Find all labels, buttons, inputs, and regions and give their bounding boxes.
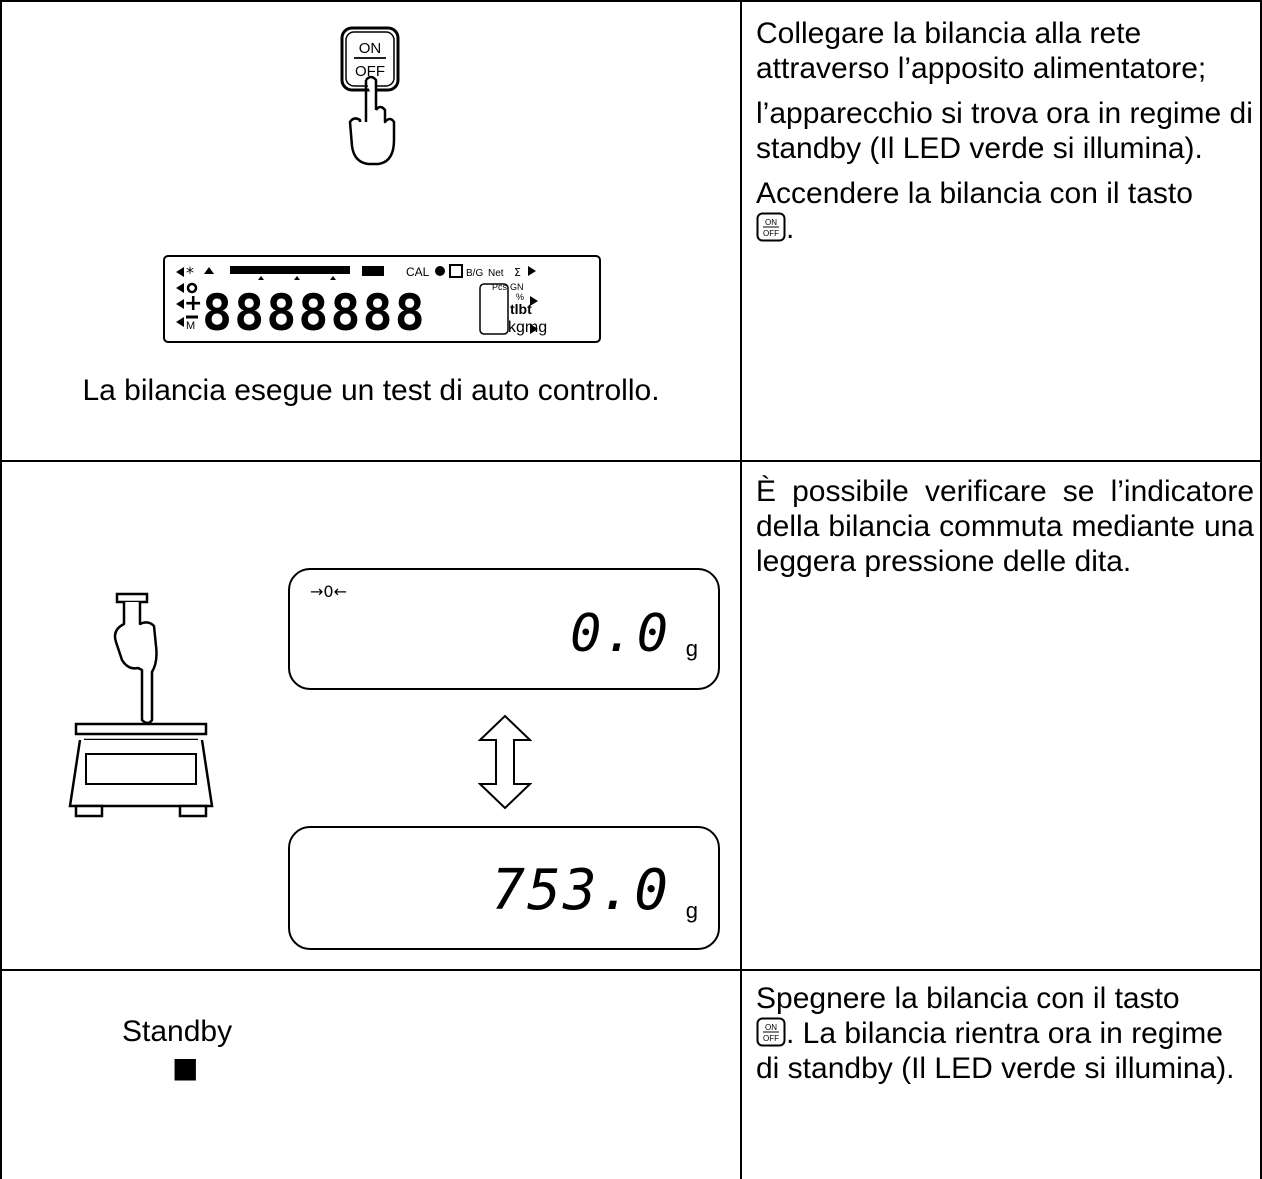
lcd-net-label: Net bbox=[488, 268, 504, 279]
instruction-standby: l’apparecchio si trova ora in regime di … bbox=[756, 97, 1253, 165]
standby-label: Standby bbox=[122, 1015, 233, 1048]
display-zero-value: 0.0 bbox=[570, 604, 670, 664]
zero-indicator: →0← bbox=[310, 582, 347, 601]
key-top-label: ON bbox=[359, 40, 382, 57]
lcd-kgmg-label: kgmg bbox=[508, 319, 547, 336]
row2-instructions: È possibile verificare se l’indicatore d… bbox=[756, 474, 1254, 589]
table-row: →0← 0.0 g 753.0 g È possibile verificare… bbox=[0, 460, 1262, 969]
lcd-test-digits: 8888888 bbox=[202, 284, 427, 342]
row1-instructions: Collegare la bilancia alla rete attraver… bbox=[756, 16, 1254, 256]
lcd-lbt-label: tlbt bbox=[510, 301, 532, 317]
column-divider bbox=[740, 2, 742, 460]
column-divider bbox=[740, 971, 742, 1179]
svg-text:OFF: OFF bbox=[763, 1034, 779, 1043]
display-weight-value: 753.0 bbox=[491, 858, 670, 923]
instruction-verify: È possibile verificare se l’indicatore d… bbox=[756, 475, 1254, 578]
display-weight: 753.0 g bbox=[288, 826, 720, 950]
svg-text:ON: ON bbox=[765, 218, 777, 227]
lcd-bg-label: B/G bbox=[466, 268, 483, 279]
column-divider bbox=[740, 462, 742, 969]
svg-text:OFF: OFF bbox=[763, 229, 779, 238]
toggle-arrow-icon bbox=[478, 714, 532, 810]
lcd-pct-label: % bbox=[516, 292, 524, 302]
lcd-pcs-label: Pcs bbox=[492, 282, 508, 292]
table-row: Standby ■ Spegnere la bilancia con il ta… bbox=[0, 969, 1262, 1179]
lcd-test-display: * + M CAL B/G Net Σ Pcs GN % 8888888 bbox=[163, 255, 601, 343]
display-zero: →0← 0.0 g bbox=[288, 568, 720, 690]
display-zero-unit: g bbox=[685, 636, 698, 661]
standby-indicator: ■ bbox=[172, 1051, 199, 1084]
instruction-switch-on: Accendere la bilancia con il tasto ON OFF… bbox=[756, 177, 1193, 245]
instruction-connect: Collegare la bilancia alla rete attraver… bbox=[756, 17, 1207, 85]
instruction-switch-on-text: Accendere la bilancia con il tasto bbox=[756, 177, 1193, 210]
scale-press-icon bbox=[68, 592, 214, 818]
lcd-gn-label: GN bbox=[510, 282, 524, 292]
display-weight-unit: g bbox=[685, 898, 698, 923]
svg-text:+: + bbox=[184, 291, 202, 316]
key-bottom-label: OFF bbox=[355, 63, 385, 80]
on-off-key-press-icon: ON OFF bbox=[340, 26, 400, 166]
lcd-m-label: M bbox=[186, 320, 195, 332]
svg-text:*: * bbox=[186, 263, 194, 282]
on-off-key-icon: ON OFF bbox=[756, 1017, 786, 1047]
lcd-sigma-label: Σ bbox=[514, 266, 521, 279]
on-off-key-icon: ON OFF bbox=[756, 212, 786, 242]
lcd-cal-label: CAL bbox=[406, 265, 430, 279]
svg-text:ON: ON bbox=[765, 1023, 777, 1032]
table-row: ON OFF * + M CAL B/G Net Σ bbox=[0, 0, 1262, 460]
self-test-caption: La bilancia esegue un test di auto contr… bbox=[82, 374, 660, 407]
